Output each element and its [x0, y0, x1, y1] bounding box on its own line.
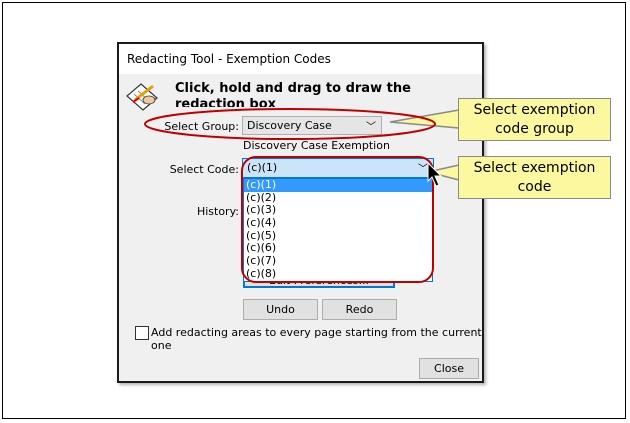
code-option[interactable]: (c)(8): [246, 266, 277, 280]
group-highlight-ellipse: [144, 108, 436, 140]
mouse-cursor-icon: [427, 161, 443, 187]
history-label: History:: [196, 205, 239, 218]
callout-select-group: Select exemption code group: [458, 98, 611, 141]
code-option[interactable]: (c)(2): [246, 190, 277, 204]
code-highlight-rect: [241, 156, 434, 283]
select-group-value: Discovery Case: [247, 119, 332, 132]
select-code-label: Select Code:: [169, 163, 239, 176]
add-to-every-page-checkbox[interactable]: [135, 326, 149, 340]
select-group-dropdown[interactable]: Discovery Case ﹀: [242, 116, 382, 135]
chevron-down-icon: ﹀: [418, 164, 428, 175]
code-option[interactable]: (c)(5): [246, 228, 277, 242]
code-option[interactable]: (c)(7): [246, 254, 277, 268]
image-frame: [2, 2, 626, 419]
add-to-every-page-label: Add redacting areas to every page starti…: [151, 326, 482, 352]
code-option[interactable]: (c)(1): [244, 178, 432, 192]
chevron-down-icon: ﹀: [366, 122, 376, 133]
code-option[interactable]: (c)(3): [246, 203, 277, 217]
select-code-value: (c)(1): [247, 161, 278, 174]
callout-select-code: Select exemption code: [458, 156, 611, 199]
dialog-title: Redacting Tool - Exemption Codes: [127, 52, 331, 66]
code-option[interactable]: (c)(4): [246, 216, 277, 230]
instruction-heading: Click, hold and drag to draw the redacti…: [175, 81, 411, 107]
undo-button[interactable]: Undo: [243, 299, 318, 320]
redaction-pencil-icon: [126, 83, 158, 111]
redacting-tool-dialog: Redacting Tool - Exemption Codes Click, …: [117, 42, 484, 383]
redo-button[interactable]: Redo: [322, 299, 397, 320]
group-description: Discovery Case Exemption: [243, 139, 390, 152]
select-group-label: Select Group:: [164, 120, 239, 133]
code-option[interactable]: (c)(6): [246, 241, 277, 255]
title-bar: Redacting Tool - Exemption Codes: [119, 44, 482, 74]
close-button[interactable]: Close: [419, 358, 479, 379]
